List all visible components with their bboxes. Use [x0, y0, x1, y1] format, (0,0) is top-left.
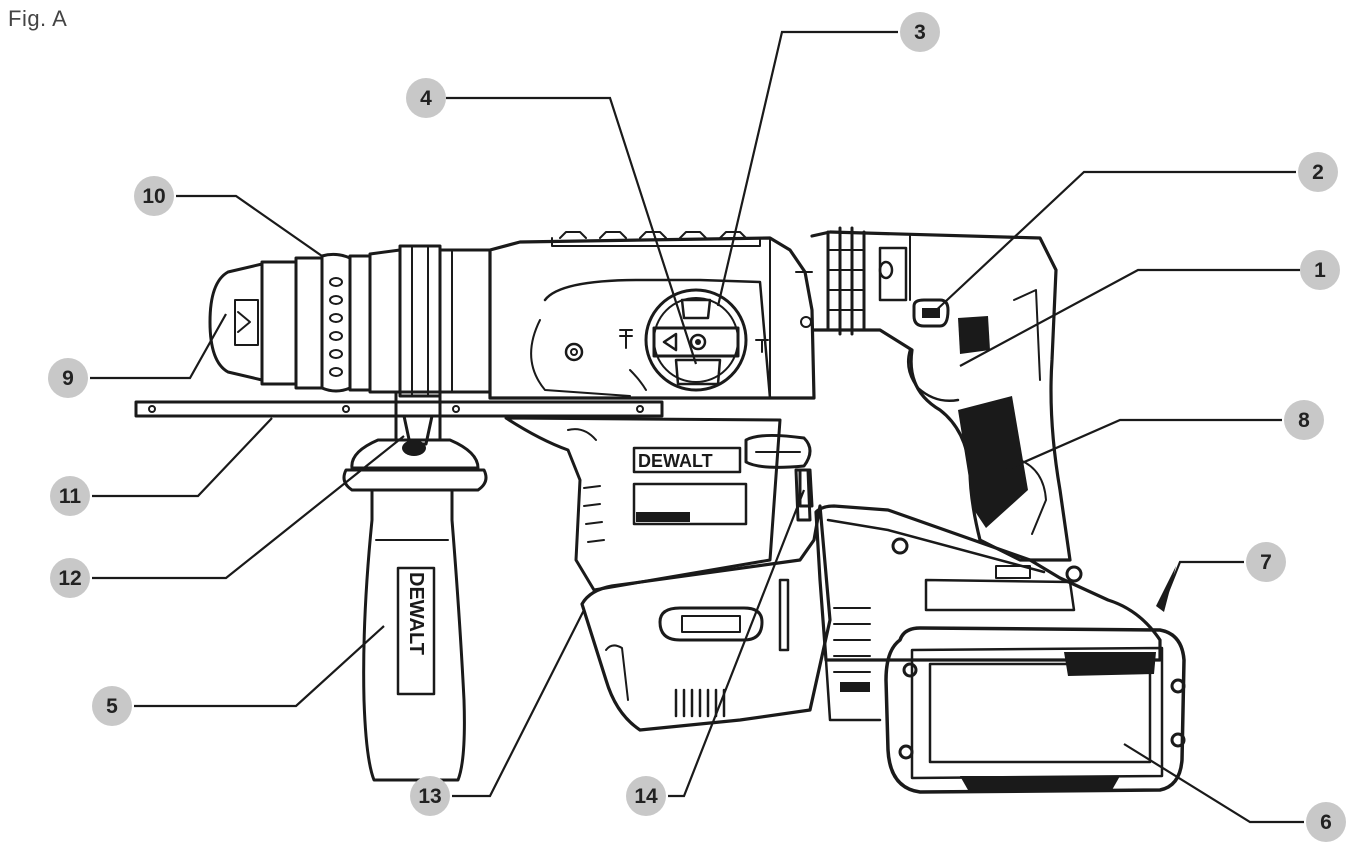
housing-base [580, 504, 832, 732]
callout-4: 4 [406, 78, 446, 118]
leader-8 [1005, 418, 1282, 472]
callout-5: 5 [92, 686, 132, 726]
callout-3: 3 [900, 12, 940, 52]
callout-10: 10 [134, 176, 174, 216]
front-barrel [368, 244, 492, 398]
depth-rod [134, 400, 664, 418]
battery-mount [814, 504, 1162, 722]
leader-1 [959, 268, 1300, 367]
callout-7: 7 [1246, 542, 1286, 582]
leader-3 [716, 30, 898, 307]
callout-9-label: 9 [62, 367, 74, 390]
battery-pack [884, 566, 1186, 794]
callout-13-label: 13 [418, 785, 441, 808]
rear-handle [810, 226, 1072, 562]
chuck-collar [294, 252, 372, 393]
leader-12 [92, 435, 405, 580]
chuck-nose [208, 260, 298, 386]
callout-11-label: 11 [59, 485, 82, 508]
leader-6 [1123, 743, 1304, 824]
mode-selector [619, 288, 769, 392]
callout-2: 2 [1298, 152, 1338, 192]
callout-6-label: 6 [1320, 811, 1332, 834]
side-handle-brand: DEWALT [405, 572, 427, 655]
callout-13: 13 [410, 776, 450, 816]
callout-7-label: 7 [1260, 551, 1272, 574]
leader-9 [90, 313, 227, 380]
callout-6: 6 [1306, 802, 1346, 842]
leader-5 [134, 625, 385, 708]
lock-lever [794, 468, 812, 522]
tool-illustration: DEWALT [134, 226, 1186, 794]
callout-8: 8 [1284, 400, 1324, 440]
leader-11 [92, 417, 273, 498]
callout-3-label: 3 [914, 21, 926, 44]
side-handle: DEWALT [342, 468, 488, 782]
leader-4 [446, 96, 698, 365]
callout-10-label: 10 [142, 185, 165, 208]
callout-badges: 1 2 3 4 5 6 7 8 [48, 12, 1346, 842]
leader-7 [1162, 560, 1244, 603]
callout-12-label: 12 [58, 567, 81, 590]
figure-caption: Fig. A [8, 6, 68, 31]
callout-8-label: 8 [1298, 409, 1310, 432]
callout-9: 9 [48, 358, 88, 398]
callout-5-label: 5 [106, 695, 118, 718]
leader-2 [929, 170, 1296, 317]
callout-14: 14 [626, 776, 666, 816]
callout-2-label: 2 [1312, 161, 1324, 184]
callout-1-label: 1 [1314, 259, 1326, 282]
callout-4-label: 4 [420, 87, 432, 110]
callout-14-label: 14 [634, 785, 658, 808]
leader-14 [668, 489, 806, 798]
leader-lines [90, 30, 1304, 824]
callout-11: 11 [50, 476, 90, 516]
callout-12: 12 [50, 558, 90, 598]
leader-13 [452, 609, 585, 798]
housing-brand: DEWALT [638, 451, 713, 471]
callout-1: 1 [1300, 250, 1340, 290]
side-handle-clamp [350, 390, 480, 470]
leader-10 [176, 194, 323, 257]
